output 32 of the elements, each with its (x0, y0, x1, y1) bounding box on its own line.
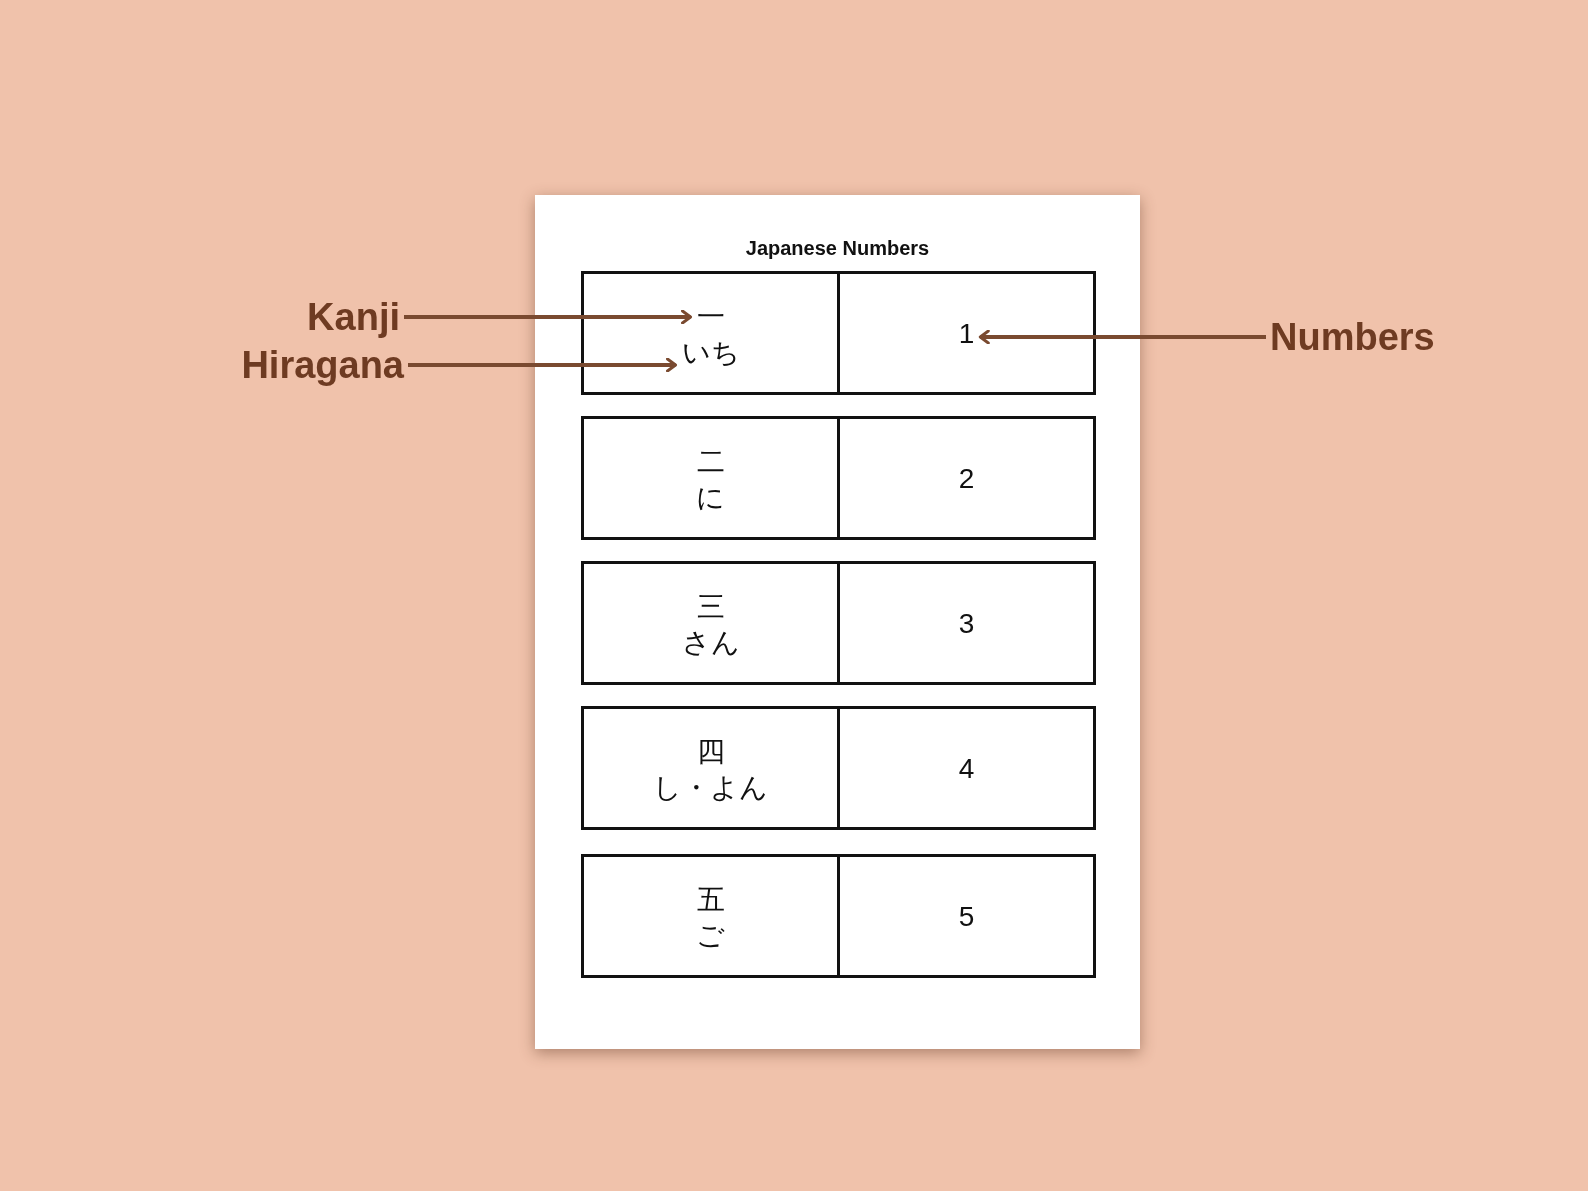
cell-text: ご (696, 919, 725, 953)
table-cell (581, 706, 840, 830)
annotation-label: Kanji (307, 295, 400, 339)
leader-arrow (408, 357, 677, 373)
table-cell (581, 854, 840, 978)
cell-text: 四 (696, 735, 725, 769)
cell-text: 一 (696, 300, 725, 334)
cell-text: 五 (696, 883, 725, 917)
table-cell (837, 416, 1096, 540)
leader-arrow (404, 309, 692, 325)
cell-text: 二 (696, 445, 725, 479)
table-cell (581, 416, 840, 540)
cell-text: 5 (958, 900, 975, 934)
cell-text: に (696, 481, 725, 515)
title: Japanese Numbers (744, 237, 931, 260)
cell-text: いち (681, 336, 740, 370)
table-cell (837, 854, 1096, 978)
annotation-label: Hiragana (241, 343, 404, 387)
cell-text: 三 (696, 590, 725, 624)
cell-text: さん (681, 626, 740, 660)
cell-text: し・よん (653, 771, 768, 805)
cell-text: 3 (958, 607, 975, 641)
annotation-label: Numbers (1270, 315, 1435, 359)
table-cell (837, 706, 1096, 830)
table-cell (837, 271, 1096, 395)
table-cell (581, 271, 840, 395)
table-cell (837, 561, 1096, 685)
cell-text: 4 (958, 752, 975, 786)
cell-text: 1 (958, 317, 975, 351)
leader-arrow (978, 329, 1266, 345)
cell-text: 2 (958, 462, 975, 496)
table-cell (581, 561, 840, 685)
